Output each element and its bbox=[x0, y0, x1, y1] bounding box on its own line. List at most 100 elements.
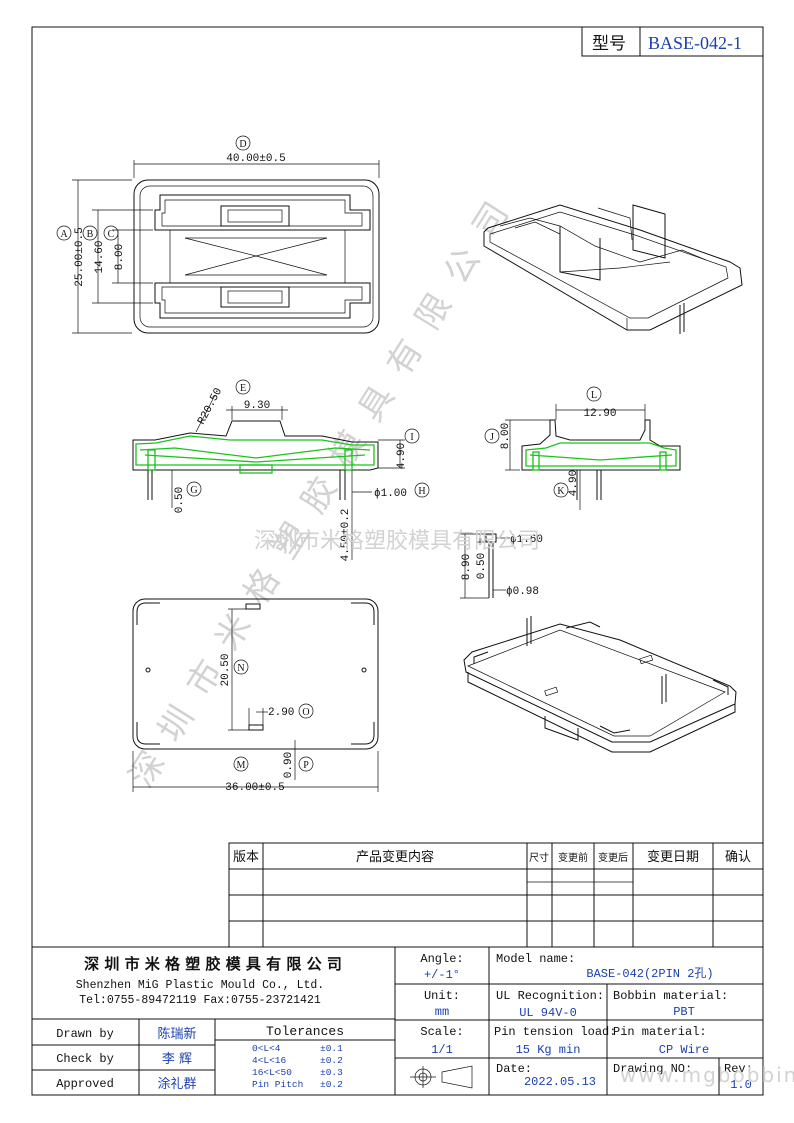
rev-header-confirm: 确认 bbox=[725, 850, 751, 865]
dim-overall-width: 40.00±0.5 bbox=[226, 153, 285, 165]
dim-pin-tip-dia: ϕ1.60 bbox=[510, 534, 543, 546]
dim-side-height: 8.00 bbox=[500, 423, 512, 449]
drawing-no-label: Drawing NO: bbox=[613, 1062, 692, 1076]
tol-value-2: ±0.3 bbox=[320, 1067, 343, 1078]
bottom-view: 20.50 N 2.90 O 36.00±0.5 M 0.90 P bbox=[132, 598, 379, 794]
model-name-label: Model name: bbox=[496, 952, 575, 966]
label-C: C bbox=[108, 229, 115, 240]
label-M: M bbox=[237, 760, 246, 771]
model-label: 型号 bbox=[592, 34, 626, 54]
approved-label: Approved bbox=[56, 1077, 114, 1091]
side-view: 12.90 L J 8.00 4.90 K bbox=[484, 386, 681, 510]
dim-overall-height: 25.00±0.5 bbox=[74, 227, 86, 286]
revision-table: 版本 产品变更内容 尺寸 变更前 变更后 变更日期 确认 bbox=[228, 842, 764, 948]
model-header: 型号 BASE-042-1 bbox=[581, 26, 764, 57]
dim-o-val: 2.90 bbox=[268, 707, 294, 719]
dim-pin-small-dia: ϕ0.98 bbox=[506, 586, 539, 598]
company-name-cn: 深 圳 市 米 格 塑 胶 模 具 有 限 公 司 bbox=[84, 955, 342, 973]
label-O: O bbox=[302, 707, 309, 718]
dim-side-width: 12.90 bbox=[583, 408, 616, 420]
label-G: G bbox=[190, 485, 197, 496]
bobbin-value: PBT bbox=[673, 1005, 695, 1019]
sheet-border bbox=[31, 26, 764, 1096]
label-I: I bbox=[410, 432, 413, 443]
dim-radius: R20.50 bbox=[196, 386, 225, 427]
scale-label: Scale: bbox=[420, 1025, 463, 1039]
title-block: 深 圳 市 米 格 塑 胶 模 具 有 限 公 司 Shenzhen MiG P… bbox=[31, 946, 764, 1096]
dim-pin-dia: ϕ1.00 bbox=[374, 488, 407, 500]
approved-value: 涂礼群 bbox=[157, 1076, 196, 1092]
pin-material-label: Pin material: bbox=[613, 1025, 707, 1039]
label-N: N bbox=[237, 663, 244, 674]
dim-slot-height: 8.00 bbox=[114, 244, 126, 270]
tol-range-1: 4<L<16 bbox=[252, 1055, 287, 1066]
projection-symbol bbox=[410, 1065, 473, 1089]
dim-bottom-width: 36.00±0.5 bbox=[225, 782, 284, 794]
pin-tension-value: 15 Kg min bbox=[516, 1043, 581, 1057]
pin-tension-label: Pin tension load: bbox=[494, 1025, 616, 1039]
pin-detail: ϕ1.60 8.90 0.50 ϕ0.98 bbox=[460, 533, 543, 599]
dim-p-val: 0.90 bbox=[283, 752, 295, 778]
unit-value: mm bbox=[435, 1005, 449, 1019]
rev-header-size: 尺寸 bbox=[529, 851, 549, 864]
dim-pin-d2: 0.50 bbox=[476, 553, 488, 579]
watermark-diagonal-text: 深圳市米格塑胶模具有限公司 bbox=[122, 178, 528, 795]
tol-value-1: ±0.2 bbox=[320, 1055, 343, 1066]
watermark-url: www.mgbobbin.com bbox=[620, 1063, 794, 1087]
rev-header-before: 变更前 bbox=[558, 851, 588, 864]
company-name-en: Shenzhen MiG Plastic Mould Co., Ltd. bbox=[76, 979, 324, 992]
label-B: B bbox=[87, 229, 94, 240]
label-A: A bbox=[60, 229, 68, 240]
tol-range-0: 0<L<4 bbox=[252, 1043, 281, 1054]
iso-view-top bbox=[483, 204, 743, 334]
dim-g-val: 0.50 bbox=[174, 487, 186, 513]
rev-header-after: 变更后 bbox=[598, 851, 628, 864]
dim-inner-height: 14.60 bbox=[94, 240, 106, 273]
drawn-value: 陈瑞新 bbox=[157, 1026, 196, 1042]
dim-pin-len: 4.50±0.2 bbox=[340, 509, 352, 562]
label-H: H bbox=[418, 486, 425, 497]
scale-value: 1/1 bbox=[431, 1043, 453, 1057]
dim-center-width: 9.30 bbox=[244, 400, 270, 412]
rev-header-version: 版本 bbox=[233, 850, 259, 865]
model-value: BASE-042-1 bbox=[648, 33, 742, 53]
check-label: Check by bbox=[56, 1052, 114, 1066]
ul-value: UL 94V-0 bbox=[519, 1006, 577, 1020]
dim-bottom-height: 20.50 bbox=[220, 653, 232, 686]
top-view: D 40.00±0.5 A B C 25.00±0.5 14.60 8.00 bbox=[56, 135, 380, 334]
angle-value: +/-1° bbox=[424, 968, 460, 982]
company-contact: Tel:0755-89472119 Fax:0755-23721421 bbox=[79, 994, 321, 1007]
rev-value: 1.0 bbox=[730, 1078, 752, 1092]
tol-range-2: 16<L<50 bbox=[252, 1067, 292, 1078]
watermark-diagonal: 深圳市米格塑胶模具有限公司 bbox=[122, 178, 528, 795]
unit-label: Unit: bbox=[424, 989, 460, 1003]
dim-height-490: 4.90 bbox=[396, 443, 408, 469]
tolerances-label: Tolerances bbox=[266, 1024, 344, 1039]
iso-view-bottom bbox=[463, 616, 737, 753]
rev-header-date: 变更日期 bbox=[647, 849, 699, 865]
date-value: 2022.05.13 bbox=[524, 1075, 596, 1089]
dim-pin-d1: 8.90 bbox=[461, 554, 473, 580]
label-D: D bbox=[239, 139, 246, 150]
pin-material-value: CP Wire bbox=[659, 1043, 709, 1057]
rev-header-content: 产品变更内容 bbox=[356, 849, 434, 865]
drawn-label: Drawn by bbox=[56, 1027, 114, 1041]
label-P: P bbox=[303, 760, 309, 771]
angle-label: Angle: bbox=[420, 952, 463, 966]
label-J: J bbox=[490, 432, 494, 443]
tol-value-3: ±0.2 bbox=[320, 1079, 343, 1090]
watermark-center: 深圳市米格塑胶模具有限公司 bbox=[254, 529, 540, 554]
label-L: L bbox=[591, 390, 597, 401]
tol-value-0: ±0.1 bbox=[320, 1043, 343, 1054]
label-E: E bbox=[240, 383, 246, 394]
label-K: K bbox=[557, 486, 565, 497]
date-label: Date: bbox=[496, 1062, 532, 1076]
bobbin-label: Bobbin material: bbox=[613, 989, 728, 1003]
dim-k-val: 4.90 bbox=[568, 470, 580, 496]
check-value: 李 辉 bbox=[162, 1052, 192, 1067]
model-name-value: BASE-042(2PIN 2孔) bbox=[586, 966, 713, 981]
ul-label: UL Recognition: bbox=[496, 989, 604, 1003]
rev-label: Rev: bbox=[724, 1062, 753, 1076]
tol-range-3: Pin Pitch bbox=[252, 1079, 303, 1090]
